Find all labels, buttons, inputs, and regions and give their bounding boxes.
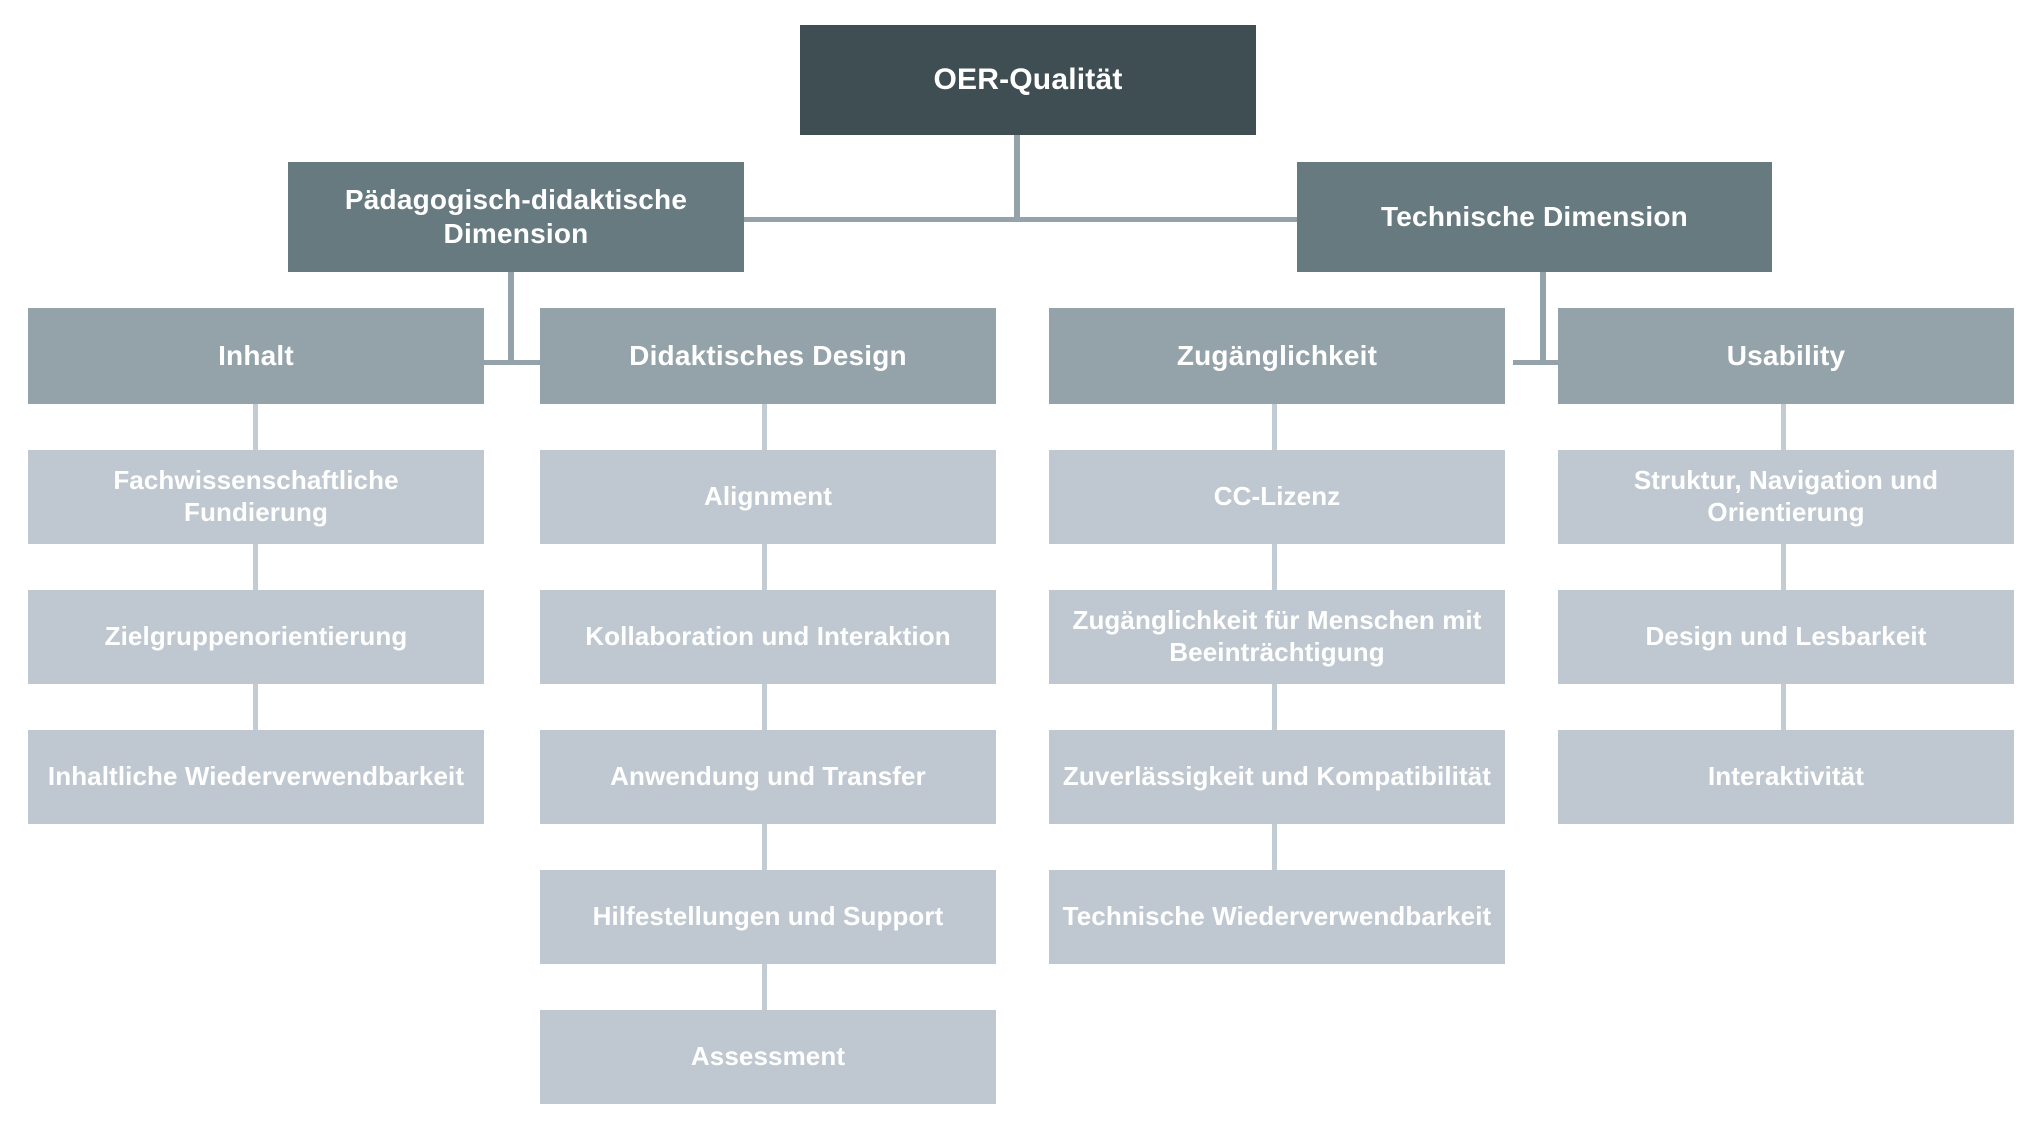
connector-dimension-bus-horizontal [739, 217, 1301, 222]
connector-paed-category-bus-horizontal [482, 360, 542, 365]
node-paedagogisch-didaktische-dimension[interactable]: Pädagogisch-didaktische Dimension [288, 162, 744, 272]
node-criterion-zuverlaessigkeit-und-kompatibilitaet-label: Zuverlässigkeit und Kompatibilität [1062, 761, 1492, 792]
connector-didaktisches-design-stem-3 [762, 684, 767, 730]
node-criterion-hilfestellungen-und-support[interactable]: Hilfestellungen und Support [540, 870, 996, 964]
connector-zugaenglichkeit-stem-3 [1272, 684, 1277, 730]
node-criterion-zielgruppenorientierung-label: Zielgruppenorientierung [104, 621, 408, 652]
node-criterion-kollaboration-und-interaktion[interactable]: Kollaboration und Interaktion [540, 590, 996, 684]
connector-zugaenglichkeit-stem-4 [1272, 824, 1277, 870]
connector-usability-stem-1 [1781, 404, 1786, 450]
connector-root-vertical [1014, 135, 1020, 221]
node-criterion-technische-wiederverwendbarkeit-label: Technische Wiederverwendbarkeit [1062, 901, 1492, 932]
node-category-usability[interactable]: Usability [1558, 308, 2014, 404]
node-category-didaktisches-design[interactable]: Didaktisches Design [540, 308, 996, 404]
connector-usability-stem-3 [1781, 684, 1786, 730]
node-category-zugaenglichkeit[interactable]: Zugänglichkeit [1049, 308, 1505, 404]
connector-usability-stem-2 [1781, 544, 1786, 590]
node-criterion-design-und-lesbarkeit-label: Design und Lesbarkeit [1645, 621, 1927, 652]
connector-tech-dimension-vertical [1540, 272, 1546, 362]
connector-paed-dimension-vertical [508, 272, 514, 362]
node-criterion-design-und-lesbarkeit[interactable]: Design und Lesbarkeit [1558, 590, 2014, 684]
connector-zugaenglichkeit-stem-1 [1272, 404, 1277, 450]
node-criterion-cc-lizenz-label: CC-Lizenz [1213, 481, 1341, 512]
node-category-inhalt-label: Inhalt [218, 339, 294, 371]
node-category-usability-label: Usability [1726, 339, 1846, 371]
connector-didaktisches-design-stem-5 [762, 964, 767, 1010]
node-criterion-interaktivitaet[interactable]: Interaktivität [1558, 730, 2014, 824]
node-criterion-assessment[interactable]: Assessment [540, 1010, 996, 1104]
connector-inhalt-stem-2 [253, 544, 258, 590]
node-technische-dimension-label: Technische Dimension [1381, 200, 1688, 232]
node-criterion-fachwissenschaftliche-fundierung-label: Fachwissenschaftliche Fundierung [113, 465, 399, 527]
node-criterion-fachwissenschaftliche-fundierung[interactable]: Fachwissenschaftliche Fundierung [28, 450, 484, 544]
node-criterion-anwendung-und-transfer-label: Anwendung und Transfer [610, 761, 926, 792]
node-category-didaktisches-design-label: Didaktisches Design [629, 339, 907, 371]
node-criterion-hilfestellungen-und-support-label: Hilfestellungen und Support [592, 901, 944, 932]
node-criterion-cc-lizenz[interactable]: CC-Lizenz [1049, 450, 1505, 544]
connector-inhalt-stem-3 [253, 684, 258, 730]
node-criterion-struktur-navigation-und-orientierung[interactable]: Struktur, Navigation und Orientierung [1558, 450, 2014, 544]
node-criterion-alignment[interactable]: Alignment [540, 450, 996, 544]
node-criterion-inhaltliche-wiederverwendbarkeit-label: Inhaltliche Wiederverwendbarkeit [47, 761, 465, 792]
node-criterion-anwendung-und-transfer[interactable]: Anwendung und Transfer [540, 730, 996, 824]
node-criterion-technische-wiederverwendbarkeit[interactable]: Technische Wiederverwendbarkeit [1049, 870, 1505, 964]
node-category-inhalt[interactable]: Inhalt [28, 308, 484, 404]
connector-zugaenglichkeit-stem-2 [1272, 544, 1277, 590]
node-oer-qualitaet[interactable]: OER-Qualität [800, 25, 1256, 135]
node-criterion-zugaenglichkeit-fuer-menschen-mit-beeintraechtigung[interactable]: Zugänglichkeit für Menschen mit Beeinträ… [1049, 590, 1505, 684]
node-criterion-zuverlaessigkeit-und-kompatibilitaet[interactable]: Zuverlässigkeit und Kompatibilität [1049, 730, 1505, 824]
node-criterion-zielgruppenorientierung[interactable]: Zielgruppenorientierung [28, 590, 484, 684]
node-criterion-interaktivitaet-label: Interaktivität [1707, 761, 1864, 792]
node-criterion-alignment-label: Alignment [703, 481, 832, 512]
node-criterion-assessment-label: Assessment [690, 1041, 846, 1072]
node-criterion-zugaenglichkeit-fuer-menschen-mit-beeintraechtigung-label: Zugänglichkeit für Menschen mit Beeinträ… [1072, 605, 1482, 667]
node-technische-dimension[interactable]: Technische Dimension [1297, 162, 1772, 272]
node-oer-qualitaet-label: OER-Qualität [933, 62, 1123, 96]
node-criterion-struktur-navigation-und-orientierung-label: Struktur, Navigation und Orientierung [1633, 465, 1939, 527]
node-criterion-kollaboration-und-interaktion-label: Kollaboration und Interaktion [585, 621, 951, 652]
connector-didaktisches-design-stem-2 [762, 544, 767, 590]
connector-didaktisches-design-stem-1 [762, 404, 767, 450]
node-criterion-inhaltliche-wiederverwendbarkeit[interactable]: Inhaltliche Wiederverwendbarkeit [28, 730, 484, 824]
connector-tech-category-bus-horizontal [1513, 360, 1573, 365]
node-category-zugaenglichkeit-label: Zugänglichkeit [1176, 339, 1378, 371]
connector-didaktisches-design-stem-4 [762, 824, 767, 870]
node-paedagogisch-didaktische-dimension-label: Pädagogisch-didaktische Dimension [344, 183, 688, 249]
connector-inhalt-stem-1 [253, 404, 258, 450]
